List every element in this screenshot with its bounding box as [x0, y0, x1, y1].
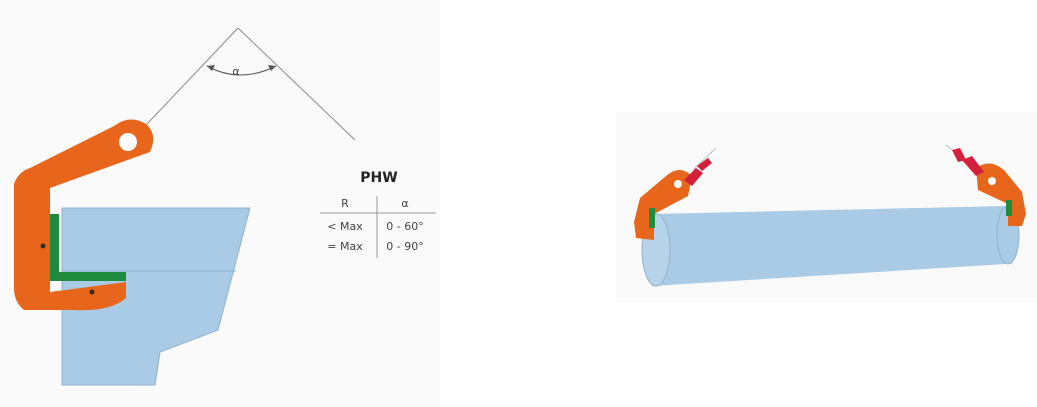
shackle-left [684, 158, 712, 186]
angle-label: α [232, 65, 239, 78]
pipe-sling-lines [692, 144, 969, 171]
table-row-2-alpha: 0 - 90° [386, 240, 423, 253]
table-header-alpha: α [401, 197, 408, 210]
left-clamp-diagram: α PHW R α [14, 27, 436, 386]
pipe-clamp-right [976, 163, 1026, 226]
angle-arc [206, 65, 277, 76]
sling-lines [129, 27, 356, 143]
pipe-clamp-left [634, 170, 692, 240]
steel-plate [61, 207, 251, 386]
table-row-2-r: = Max [327, 240, 363, 253]
table-header-r: R [341, 197, 349, 210]
plate-clamp [14, 119, 154, 311]
clamp-pin [89, 289, 95, 295]
right-pipe-diagram [634, 144, 1026, 287]
table-row-1-r: < Max [327, 220, 363, 233]
pipe [641, 205, 1020, 287]
clamp-pad-horizontal [50, 272, 126, 281]
shackle-right [952, 148, 984, 176]
table-row-1-alpha: 0 - 60° [386, 220, 423, 233]
table-title: PHW [360, 170, 397, 186]
clamp-pin [40, 243, 46, 249]
clamp-eye-hole [119, 133, 137, 151]
phw-table: PHW R α < Max 0 - 60° = Max 0 - 90° [320, 170, 436, 258]
clamp-pad-vertical [50, 214, 59, 280]
